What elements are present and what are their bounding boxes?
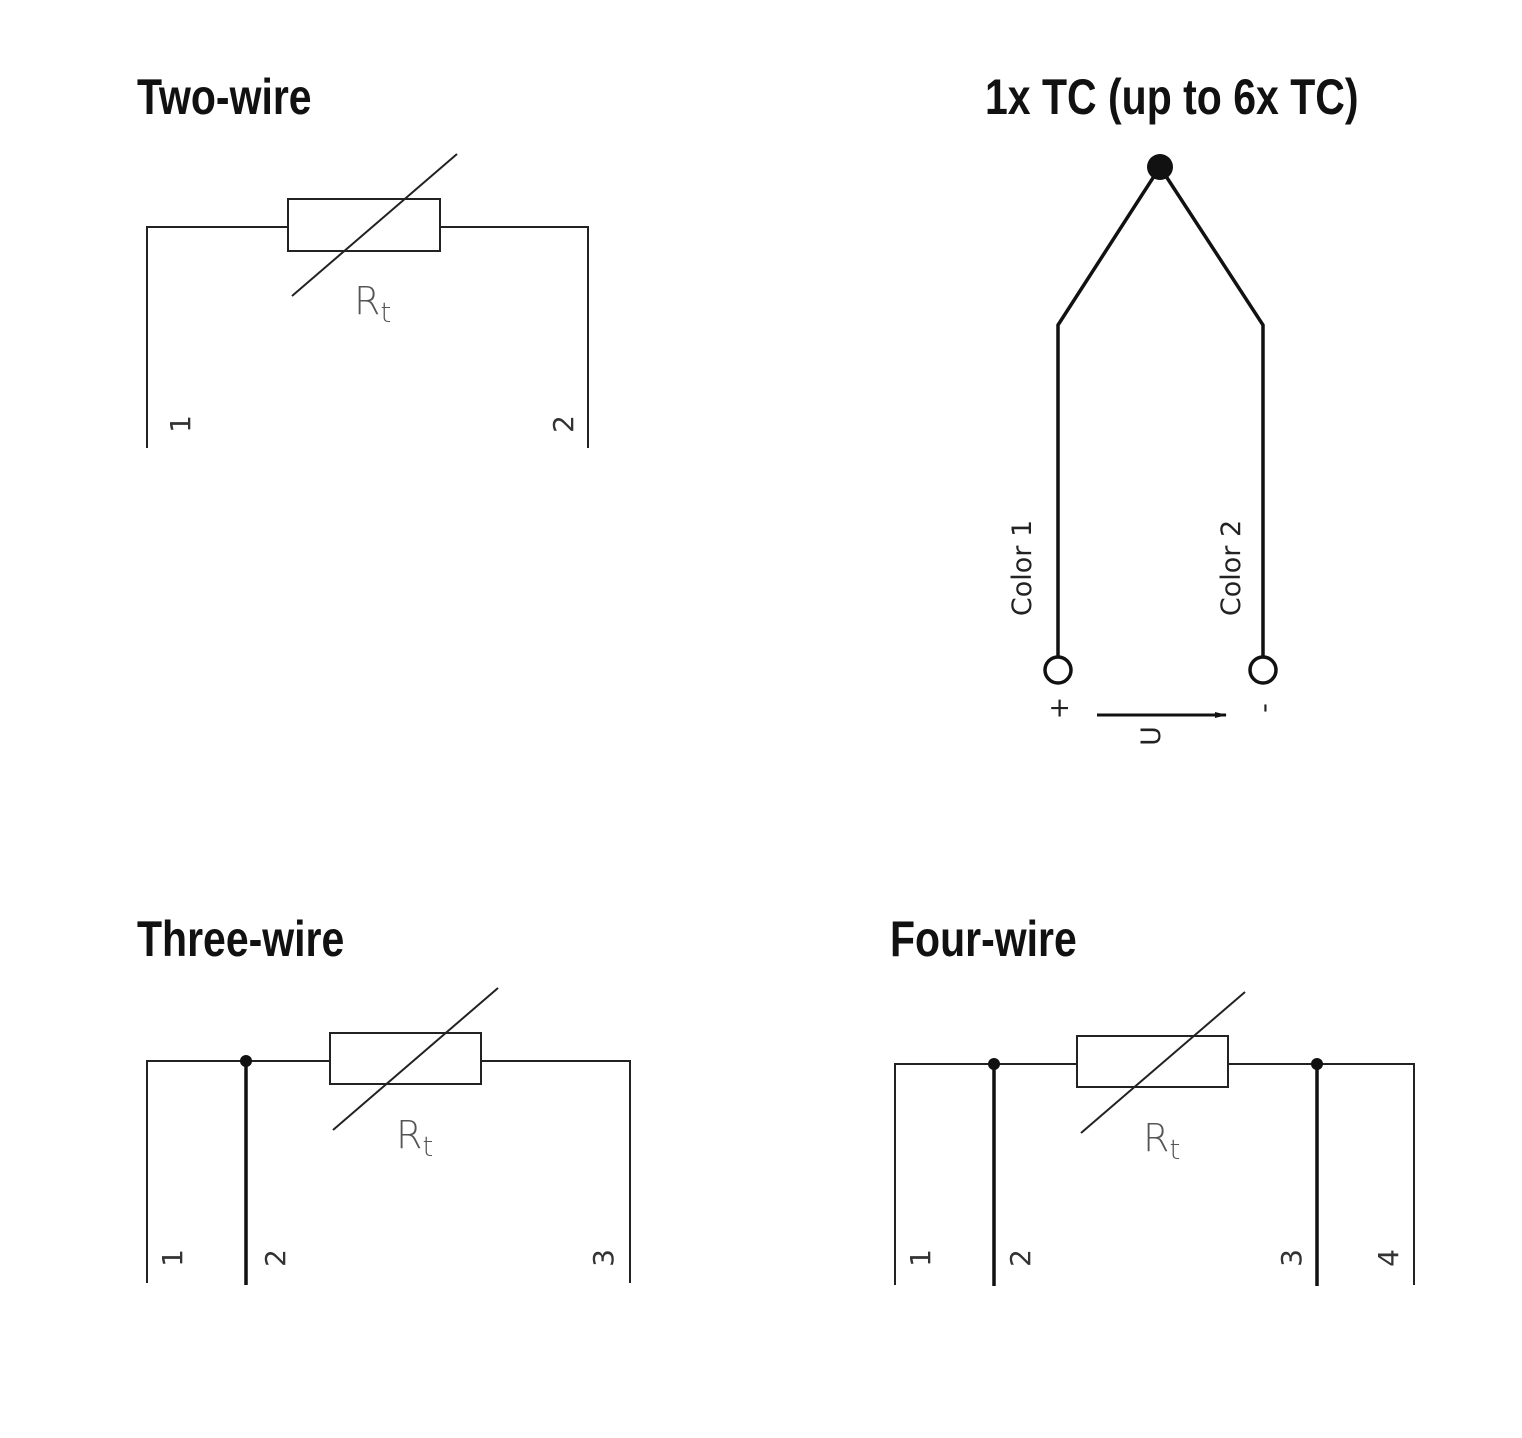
four-wire-title: Four-wire: [890, 911, 1077, 967]
terminal-1: 1: [164, 415, 197, 433]
junction-dot: [240, 1055, 252, 1067]
terminal-2: 2: [547, 415, 580, 433]
terminal-4: 4: [1372, 1249, 1405, 1267]
resistor-label: Rt: [1143, 1116, 1180, 1166]
four-wire-diagram: Four-wire Rt 1 2 3 4: [890, 911, 1415, 1286]
wire: [146, 1060, 631, 1283]
terminal-3: 3: [587, 1249, 620, 1267]
variable-slash: [1080, 991, 1246, 1134]
resistor: [287, 198, 441, 252]
variable-slash: [332, 987, 499, 1131]
resistor: [1076, 1035, 1229, 1088]
junction-dot: [1147, 154, 1173, 180]
wire: [146, 226, 589, 448]
wire-label-color-1: Color 1: [1007, 520, 1038, 616]
thermocouple-title: 1x TC (up to 6x TC): [985, 69, 1359, 125]
three-wire-title: Three-wire: [137, 911, 344, 967]
wire: [894, 1063, 1415, 1285]
terminal-2: 2: [259, 1249, 292, 1267]
plus-terminal: [1043, 655, 1073, 685]
three-wire-diagram: Three-wire Rt 1 2 3: [137, 911, 631, 1285]
junction-dot: [988, 1058, 1000, 1070]
plus-sign: +: [1044, 697, 1075, 720]
minus-terminal: [1248, 655, 1278, 685]
terminal-3: 3: [1275, 1249, 1308, 1267]
terminal-1: 1: [904, 1249, 937, 1267]
thermocouple-diagram: 1x TC (up to 6x TC) Color 1 Color 2 + - …: [985, 69, 1359, 746]
junction-dot: [1311, 1058, 1323, 1070]
terminal-2: 2: [1004, 1249, 1037, 1267]
resistor-label: Rt: [396, 1113, 433, 1163]
terminal-1: 1: [156, 1249, 189, 1267]
two-wire-title: Two-wire: [137, 69, 312, 125]
resistor-label: Rt: [354, 279, 391, 329]
resistor: [329, 1032, 482, 1085]
variable-slash: [291, 153, 458, 297]
voltage-label: U: [1136, 726, 1167, 746]
wire-label-color-2: Color 2: [1216, 520, 1247, 616]
minus-sign: -: [1249, 703, 1280, 713]
two-wire-diagram: Two-wire Rt 1 2: [137, 69, 589, 448]
